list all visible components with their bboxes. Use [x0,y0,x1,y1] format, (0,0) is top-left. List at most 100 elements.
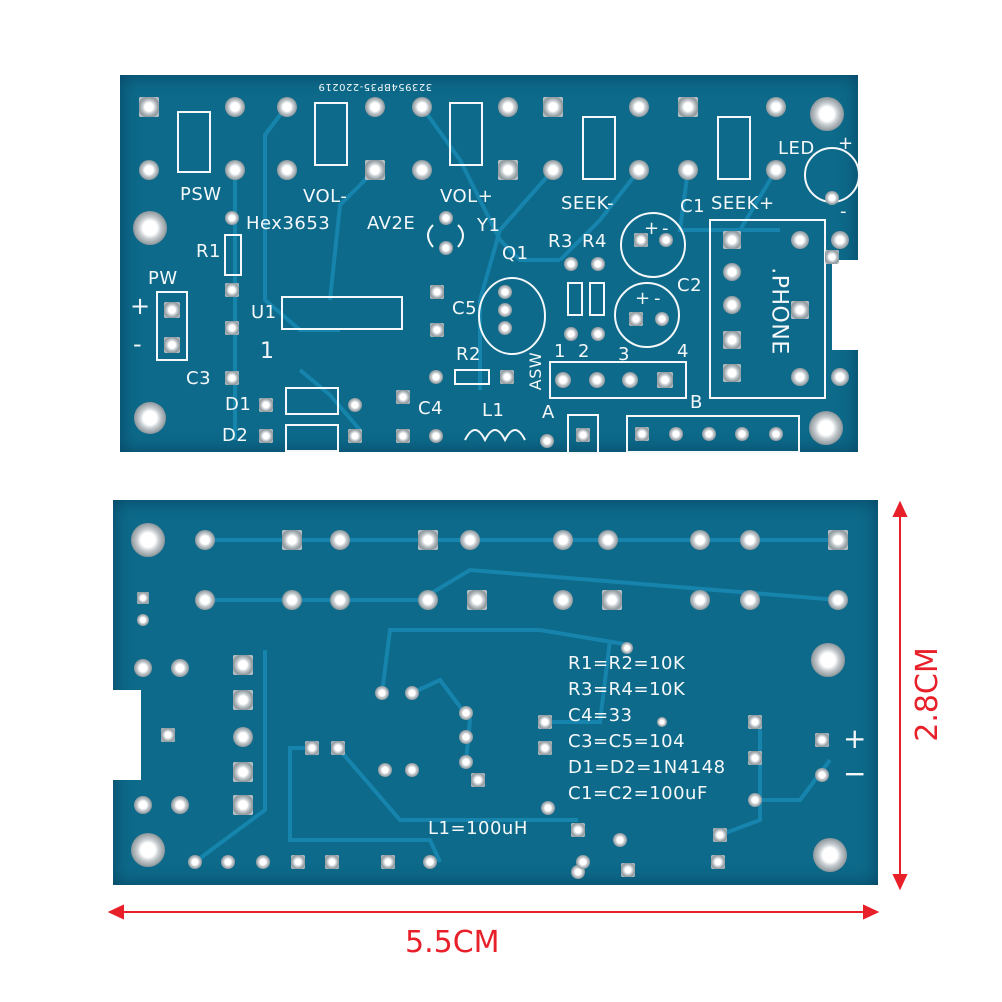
solder-pad [429,370,443,384]
solder-pad [791,231,809,249]
solder-pad [538,741,552,755]
solder-pad [225,283,239,297]
solder-pad [233,762,253,782]
solder-pad [195,530,215,550]
solder-pad [602,590,622,610]
bom-line: R1=R2=10K [568,653,686,674]
solder-pad [831,368,849,386]
solder-pad [589,372,605,388]
label-pw-minus: - [133,330,143,358]
label-q1: Q1 [502,243,529,264]
solder-pad [418,530,438,550]
solder-pad [325,855,339,869]
solder-pad [365,97,385,117]
solder-pad [659,233,673,247]
solder-pad [621,863,635,877]
solder-pad [735,427,749,441]
solder-pad [331,741,345,755]
solder-pad [543,160,563,180]
solder-pad [459,755,473,769]
label-plus: + [843,722,867,755]
solder-pad [657,717,667,727]
width-dimension-label: 5.5CM [405,925,500,960]
solder-pad [553,590,573,610]
solder-pad [635,427,649,441]
solder-pad [259,398,273,412]
label-psw: PSW [180,184,222,205]
solder-pad [405,686,419,700]
solder-pad [769,427,783,441]
solder-pad [282,530,302,550]
label-c5: C5 [452,298,478,319]
label-c2: C2 [677,275,703,296]
solder-pad [375,686,389,700]
solder-pad [225,321,239,335]
solder-pad [412,97,432,117]
solder-pad [330,530,350,550]
solder-pad [259,429,273,443]
solder-pad [430,285,444,299]
solder-pad [460,530,480,550]
solder-pad [396,429,410,443]
bom-line: D1=D2=1N4148 [568,757,726,778]
solder-pad [543,97,563,117]
label-y1: Y1 [477,215,501,236]
solder-pad [629,160,649,180]
solder-pad [702,427,716,441]
solder-pad [305,741,319,755]
solder-pad [225,97,245,117]
solder-pad [396,390,410,404]
board-notch [832,260,858,350]
label-d1: D1 [225,394,252,415]
bom-line: C1=C2=100uF [568,783,708,804]
solder-pad [134,796,152,814]
mounting-hole [810,97,844,131]
mounting-hole [131,833,165,867]
solder-pad [439,241,453,255]
bom-line: R3=R4=10K [568,679,686,700]
solder-pad [405,763,419,777]
label-c2-minus: - [654,288,661,309]
label-d2: D2 [222,425,249,446]
solder-pad [815,768,829,782]
solder-pad [723,364,741,382]
label-led-plus: + [838,133,854,154]
solder-pad [669,427,683,441]
solder-pad [748,793,762,807]
solder-pad [430,323,444,337]
solder-pad [164,337,180,353]
solder-pad [134,659,152,677]
solder-pad [498,97,518,117]
solder-pad [139,160,159,180]
label-r2: R2 [456,344,481,365]
solder-pad [330,590,350,610]
label-c1-minus: - [662,218,669,239]
solder-pad [429,429,443,443]
solder-pad [711,855,725,869]
label-c1: C1 [680,196,706,217]
solder-pad [748,751,762,765]
solder-pad [591,257,605,271]
solder-pad [723,263,741,281]
solder-pad [164,302,180,318]
solder-pad [825,191,839,205]
label-c4: C4 [418,398,444,419]
label-c3: C3 [186,368,212,389]
solder-pad [553,530,573,550]
solder-pad [137,614,149,626]
label-r3: R3 [548,231,573,252]
label-av2e: AV2E [367,213,416,234]
solder-pad [598,530,618,550]
solder-pad [225,371,239,385]
label-led: LED [778,138,815,159]
mounting-hole [809,411,843,445]
label-l1-value: L1=100uH [428,818,528,839]
solder-pad [439,211,453,225]
height-dimension-label: 2.8CM [909,647,945,742]
solder-pad [195,590,215,610]
solder-pad [723,231,741,249]
label-r1: R1 [196,241,221,262]
bom-line: C4=33 [568,705,633,726]
solder-pad [256,855,270,869]
mounting-hole [813,838,847,872]
